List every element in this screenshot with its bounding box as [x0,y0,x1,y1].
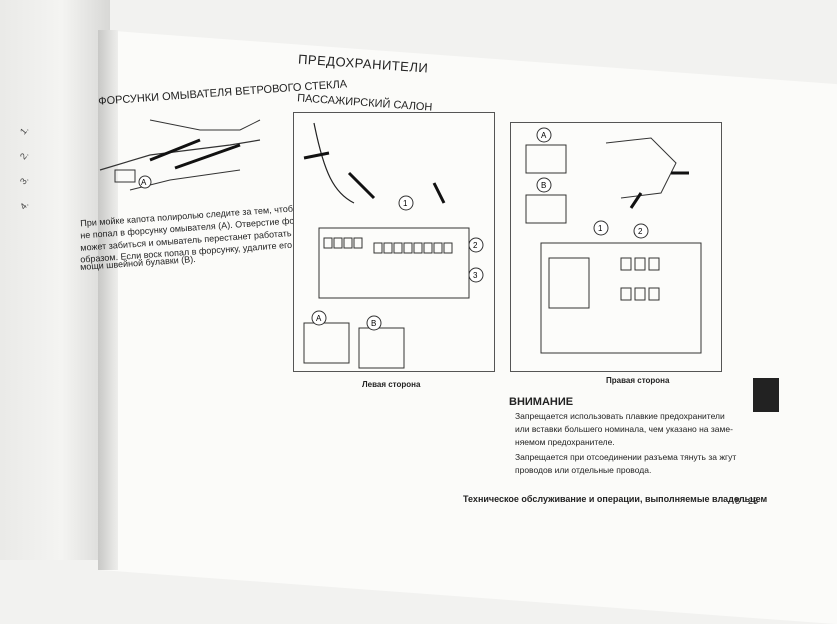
label-1: 1 [403,199,408,208]
page-number: 8 - 25 [735,496,759,506]
caution-item-2-line: Запрещается при отсоединении разъема тян… [515,452,737,462]
label-2: 2 [473,241,478,250]
right-fuse-a-label: A [541,131,547,140]
caption-left: Левая сторона [362,380,421,389]
washer-label-a: A [141,178,147,187]
fuse-a-label: A [316,314,322,323]
caution-item-1-line: няемом предохранителе. [515,437,615,447]
page-footer: Техническое обслуживание и операции, вып… [463,494,768,504]
caution-item-2-line: проводов или отдельные провода. [515,465,652,475]
caution-item-1-line: Запрещается использовать плавкие предохр… [515,411,725,421]
right-label-2: 2 [638,227,643,236]
right-label-1: 1 [598,224,603,233]
caution-title: ВНИМАНИЕ [509,396,574,408]
label-3: 3 [473,271,478,280]
caution-item-1-line: или вставки большего номинала, чем указа… [515,424,733,434]
fuse-diagram-left: 1 2 3 A B [293,112,495,372]
washer-nozzle-diagram: A [99,119,261,191]
fuse-b-label: B [371,319,376,328]
photo-scene: 1. 2. 3. 4. ПРЕДОХРАНИТЕЛИ ФОРСУНКИ ОМЫВ… [0,0,779,570]
fuse-diagram-right: A B 1 2 [510,122,722,372]
left-page-edge [0,0,110,560]
caption-right: Правая сторона [606,376,670,385]
book-gutter [98,30,118,570]
right-fuse-b-label: B [541,181,546,190]
section-tab [753,378,779,412]
